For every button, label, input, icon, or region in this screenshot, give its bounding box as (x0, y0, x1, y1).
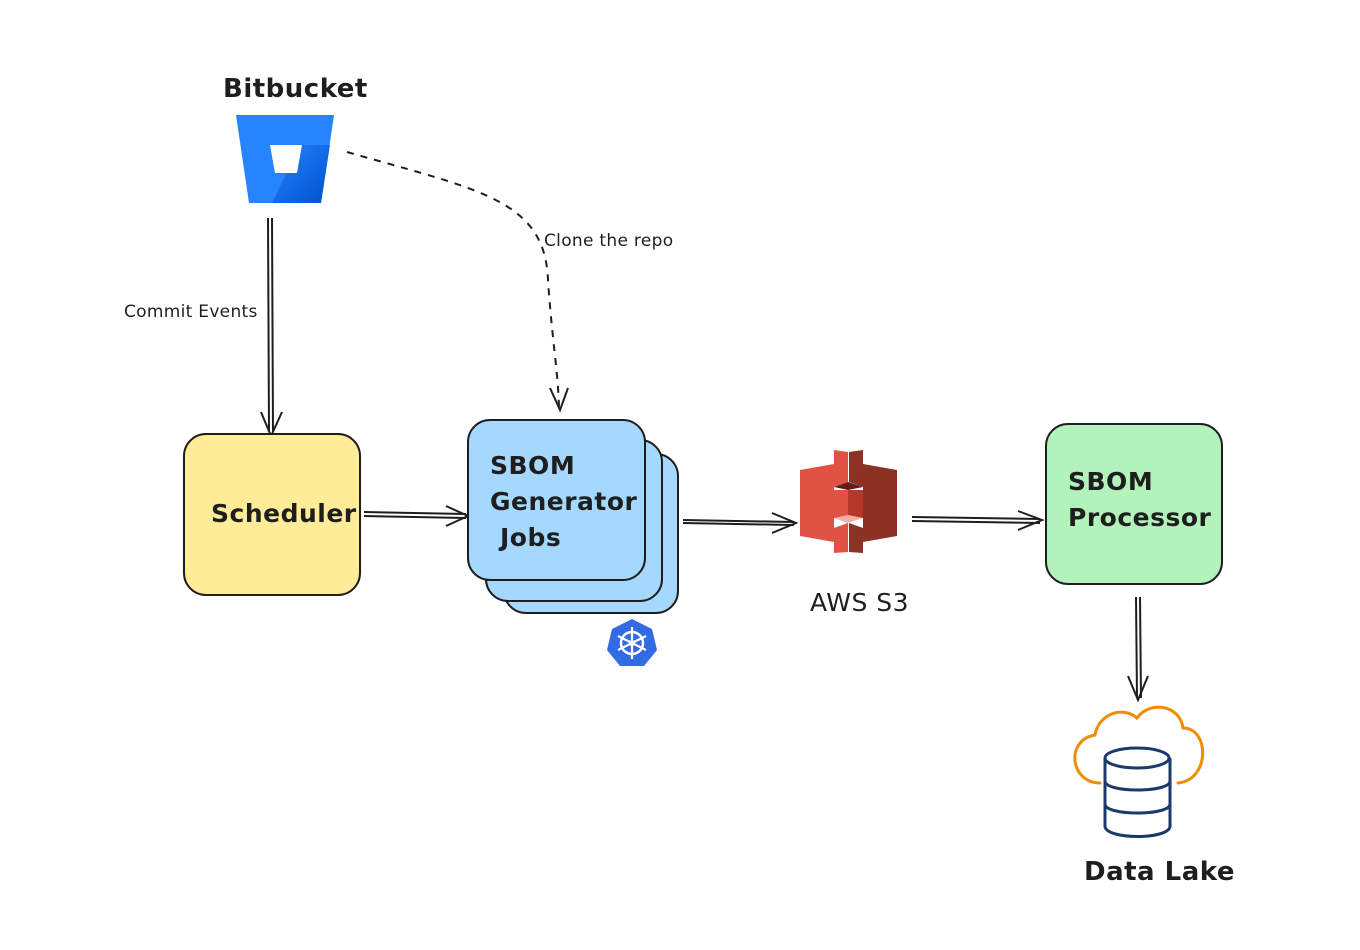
sbom-processor-node[interactable] (1045, 423, 1223, 585)
bitbucket-label: Bitbucket (223, 74, 368, 104)
processor-label-line2: Processor (1068, 503, 1212, 532)
sbom-generator-node[interactable] (467, 419, 679, 614)
scheduler-node[interactable] (183, 433, 361, 596)
scheduler-to-generator-arrow (363, 505, 471, 527)
bitbucket-logo-icon (236, 115, 334, 203)
aws-s3-logo-icon (800, 450, 897, 553)
clone-repo-label: Clone the repo (544, 231, 674, 251)
generator-label-line2: Generator (490, 487, 638, 516)
s3-label: AWS S3 (810, 588, 910, 617)
datalake-label: Data Lake (1084, 857, 1235, 887)
generator-to-s3-arrow (682, 512, 799, 534)
commit-events-label: Commit Events (124, 302, 258, 322)
s3-to-processor-arrow (911, 510, 1045, 531)
generator-label-line1: SBOM (490, 451, 576, 480)
kubernetes-logo-icon (607, 619, 657, 666)
cloud-database-icon (1073, 705, 1205, 838)
commit-events-arrow (260, 217, 283, 439)
scheduler-label: Scheduler (211, 499, 357, 528)
generator-label-line3: Jobs (500, 523, 562, 552)
processor-to-datalake-arrow (1127, 596, 1149, 703)
clone-repo-arrow (346, 151, 569, 413)
processor-label-line1: SBOM (1068, 467, 1154, 496)
